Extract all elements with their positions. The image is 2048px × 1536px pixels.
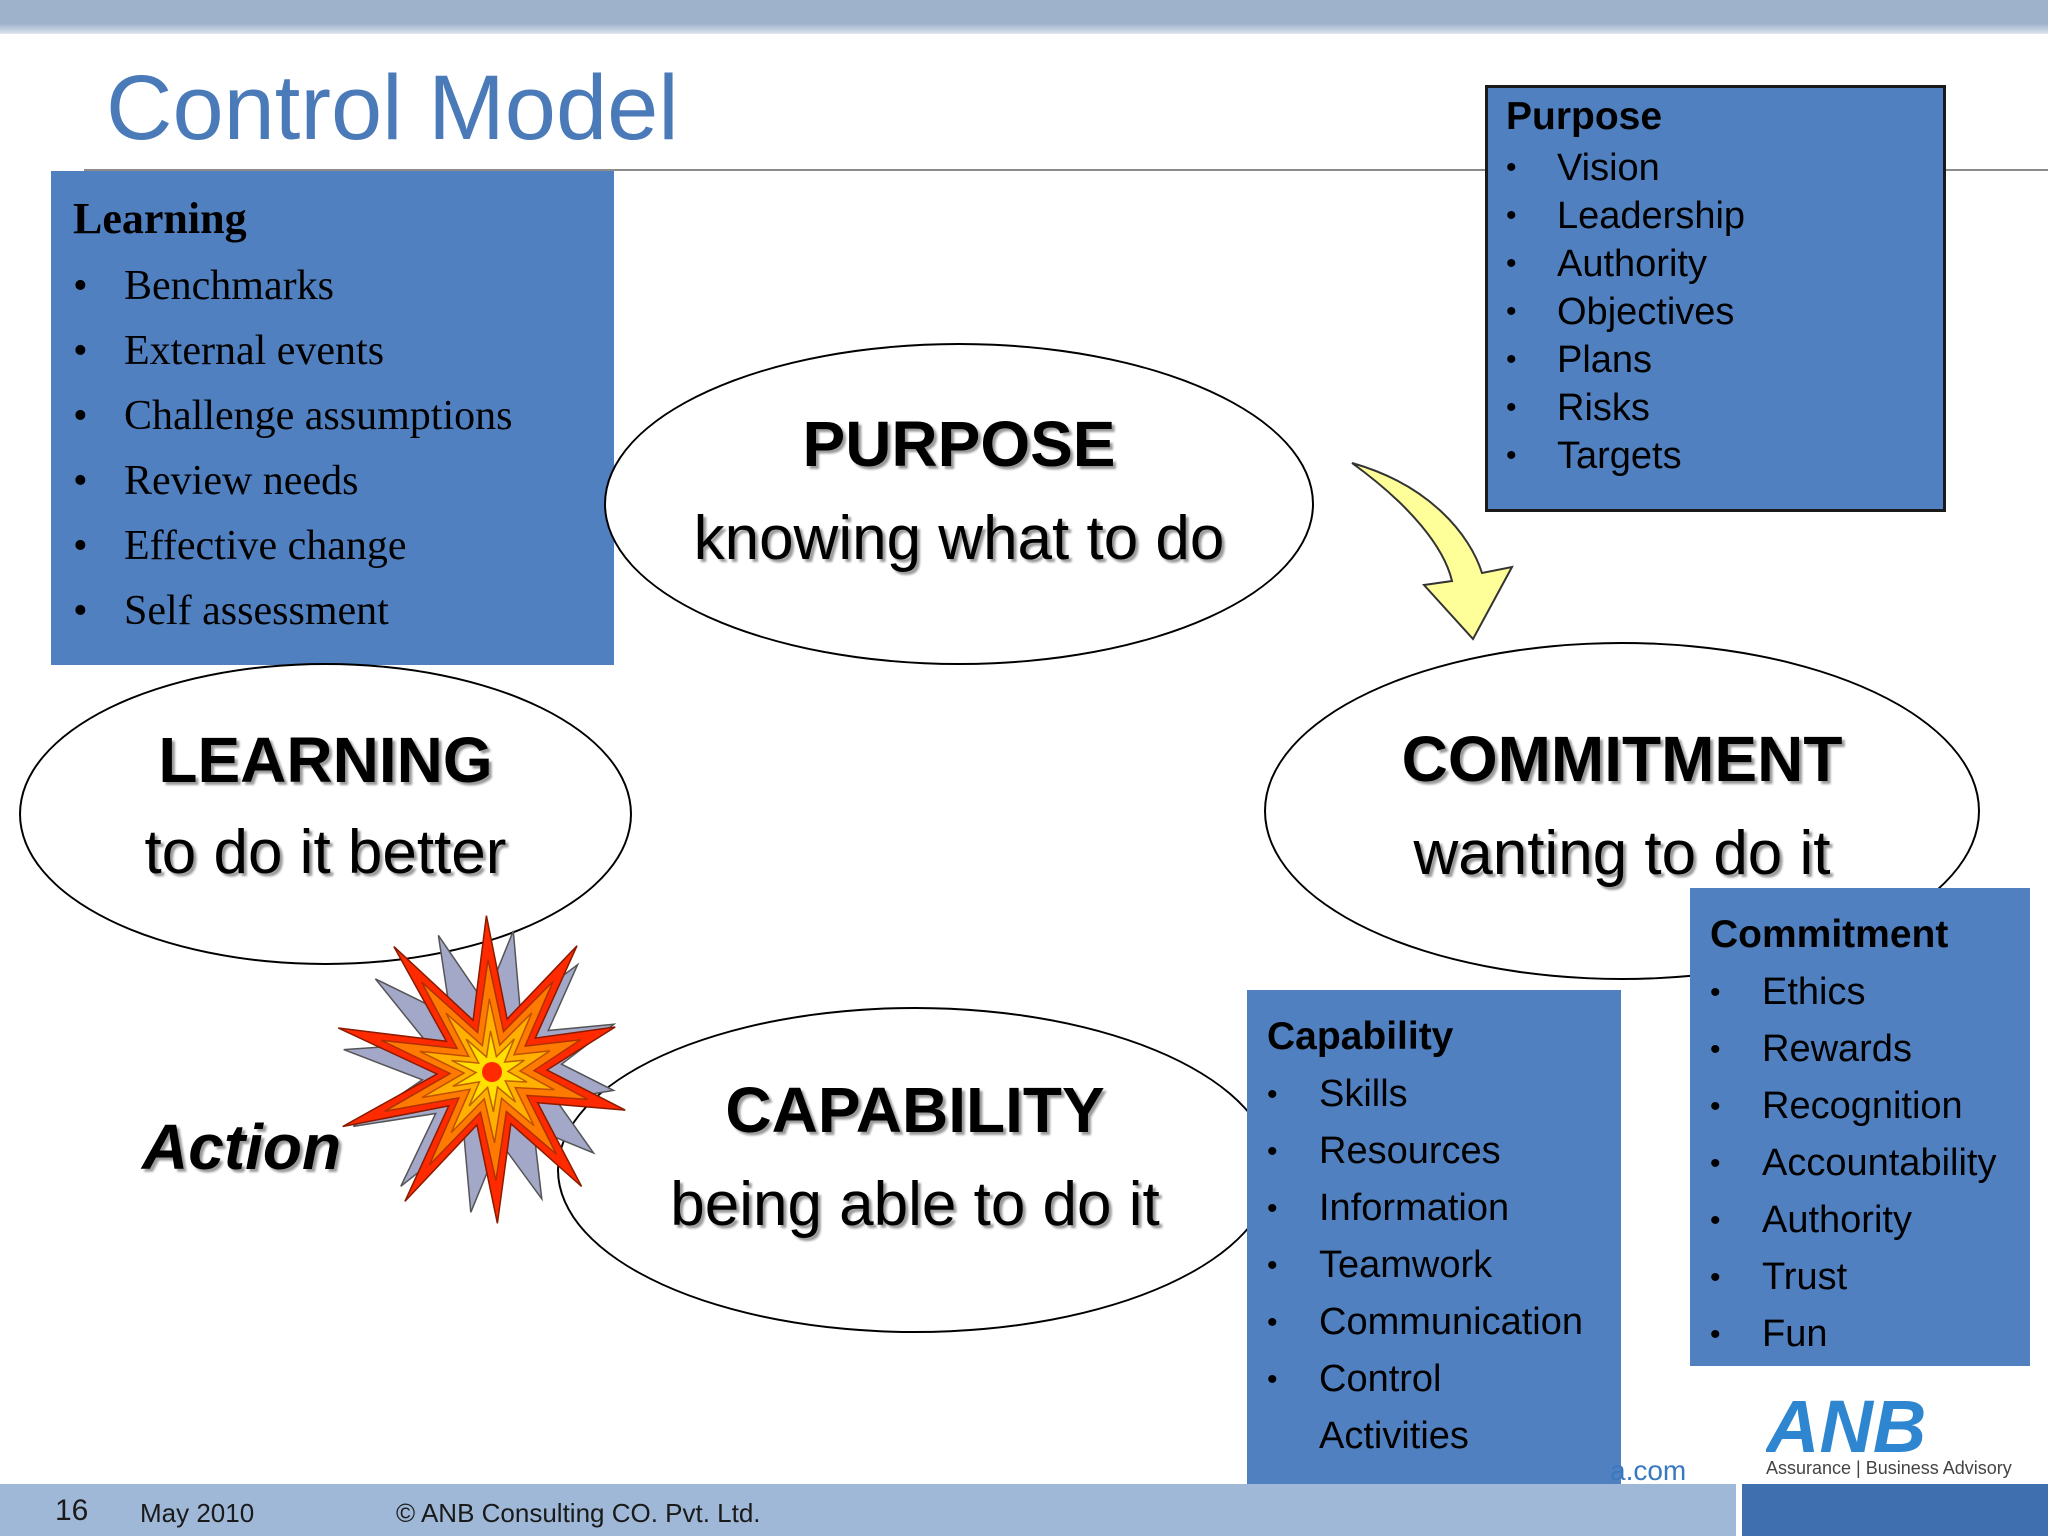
capability-title: CAPABILITY [725,1074,1105,1146]
anb-logo-text: ANB [1766,1392,1926,1458]
top-bar [0,0,2048,34]
list-item: Challenge assumptions [73,384,592,449]
learning-list: Benchmarks External events Challenge ass… [73,254,592,644]
list-item: Accountability [1710,1135,2010,1192]
action-label: Action [142,1111,342,1183]
list-item: Targets [1506,432,1925,480]
list-item: Self assessment [73,579,592,644]
commitment-box-heading: Commitment [1710,913,1949,956]
list-item: Teamwork [1267,1237,1601,1294]
list-item: Vision [1506,144,1925,192]
list-item: Communication [1267,1294,1601,1351]
purpose-list: Vision Leadership Authority Objectives P… [1506,144,1925,480]
learning-title: LEARNING [158,724,493,796]
anb-logo: ANB Assurance | Business Advisory [1760,1388,2030,1484]
footer-date: May 2010 [140,1498,255,1528]
purpose-box: Purpose Vision Leadership Authority Obje… [1485,85,1946,512]
list-item: Fun [1710,1306,2010,1363]
list-item: Skills [1267,1066,1601,1123]
list-item: Benchmarks [73,254,592,319]
purpose-title: PURPOSE [802,408,1116,480]
commitment-box: Commitment Ethics Rewards Recognition Ac… [1690,888,2030,1366]
learning-box-heading: Learning [73,194,247,243]
purpose-box-heading: Purpose [1506,95,1663,138]
list-item: Review needs [73,449,592,514]
anb-logo-mark: ANB [1766,1392,1926,1458]
website-fragment: a.com [1610,1455,1687,1486]
commitment-list: Ethics Rewards Recognition Accountabilit… [1710,964,2010,1363]
learning-box: Learning Benchmarks External events Chal… [51,171,614,665]
purpose-subtitle: knowing what to do [693,504,1225,573]
list-item: Recognition [1710,1078,2010,1135]
list-item: Authority [1710,1192,2010,1249]
list-item: Authority [1506,240,1925,288]
learning-ellipse: LEARNING to do it better [19,663,632,965]
list-item: Rewards [1710,1021,2010,1078]
capability-ellipse: CAPABILITY being able to do it [557,1007,1273,1333]
list-item: Information [1267,1180,1601,1237]
learning-subtitle: to do it better [144,818,507,887]
explosion-burst-icon [337,915,626,1224]
footer-bar-accent [1742,1484,2048,1536]
page-title: Control Model [106,57,679,159]
title-divider [84,169,2048,171]
list-item: Effective change [73,514,592,579]
list-item: Control [1267,1351,1601,1408]
list-item: Resources [1267,1123,1601,1180]
footer-copyright: © ANB Consulting CO. Pvt. Ltd. [396,1498,761,1528]
list-item: Risks [1506,384,1925,432]
purpose-ellipse: PURPOSE knowing what to do [604,343,1314,665]
commitment-title: COMMITMENT [1401,723,1843,795]
list-item: External events [73,319,592,384]
list-item: Leadership [1506,192,1925,240]
capability-box-heading: Capability [1267,1015,1454,1058]
list-item: Ethics [1710,964,2010,1021]
logo-tagline: Assurance | Business Advisory [1766,1458,2012,1478]
footer-bar [0,1484,1736,1536]
capability-list: Skills Resources Information Teamwork Co… [1267,1066,1601,1465]
page-number: 16 [55,1494,89,1527]
capability-subtitle: being able to do it [670,1170,1160,1239]
list-item: Plans [1506,336,1925,384]
curved-arrow-icon [1351,462,1514,641]
list-item-continuation: Activities [1319,1415,1469,1457]
list-item: Objectives [1506,288,1925,336]
commitment-subtitle: wanting to do it [1413,819,1831,888]
capability-box: Capability Skills Resources Information … [1247,990,1621,1484]
list-item: Trust [1710,1249,2010,1306]
